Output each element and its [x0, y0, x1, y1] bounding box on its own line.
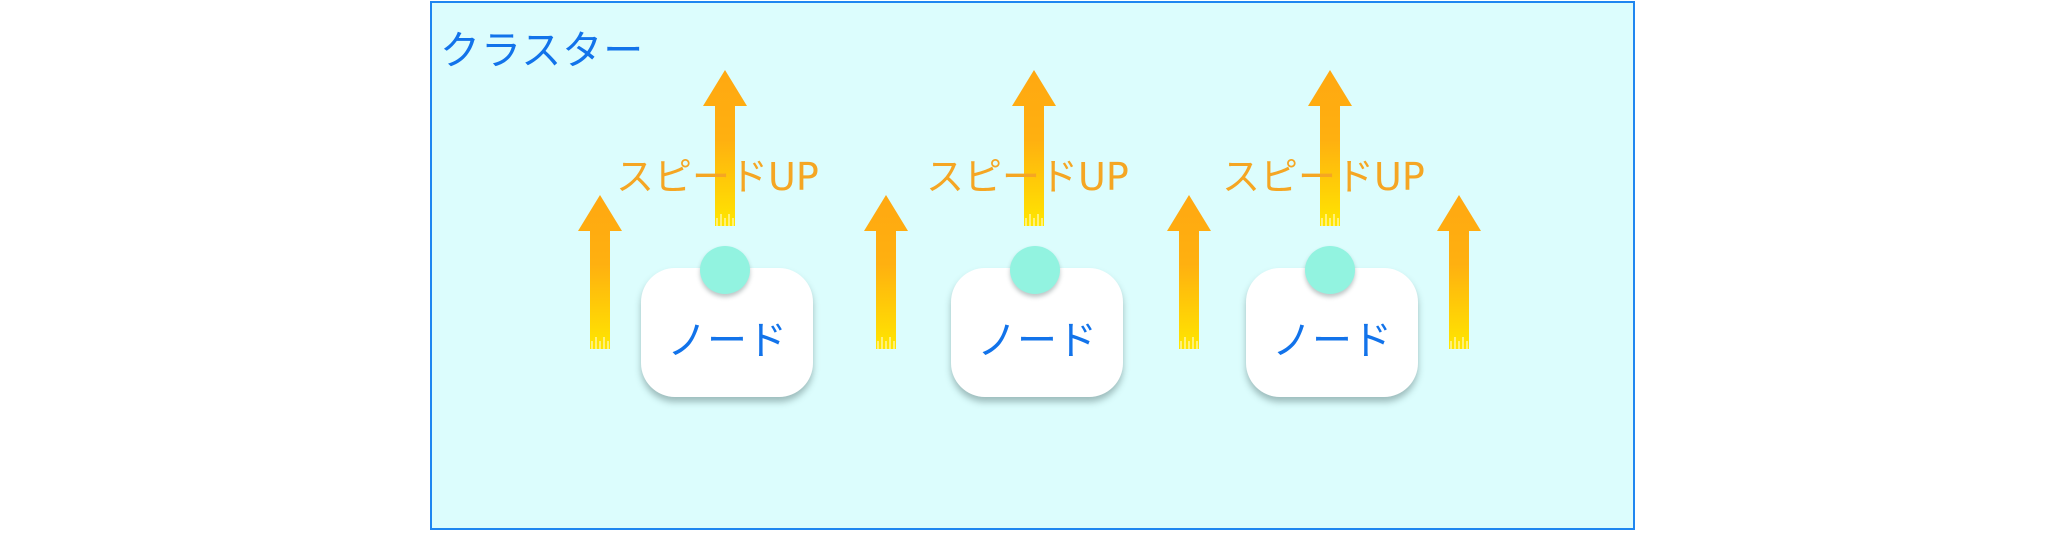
- speed-up-label: スピードUP: [926, 155, 1129, 199]
- speed-up-arrow-icon: [1437, 195, 1481, 349]
- speed-up-arrow-icon: [864, 195, 908, 349]
- speed-up-label: スピードUP: [616, 155, 819, 199]
- node-port-icon: [700, 246, 750, 294]
- node-label: ノード: [667, 318, 787, 364]
- speed-up-arrow-icon: [1167, 195, 1211, 349]
- speed-up-arrow-icon: [578, 195, 622, 349]
- node-label: ノード: [1272, 318, 1392, 364]
- speed-up-arrow-icon: [1012, 70, 1056, 226]
- speed-up-arrow-icon: [1308, 70, 1352, 226]
- node-port-icon: [1010, 246, 1060, 294]
- node-label: ノード: [977, 318, 1097, 364]
- speed-up-label: スピードUP: [1222, 155, 1425, 199]
- node-port-icon: [1305, 246, 1355, 294]
- cluster-label: クラスター: [440, 28, 645, 74]
- speed-up-arrow-icon: [703, 70, 747, 226]
